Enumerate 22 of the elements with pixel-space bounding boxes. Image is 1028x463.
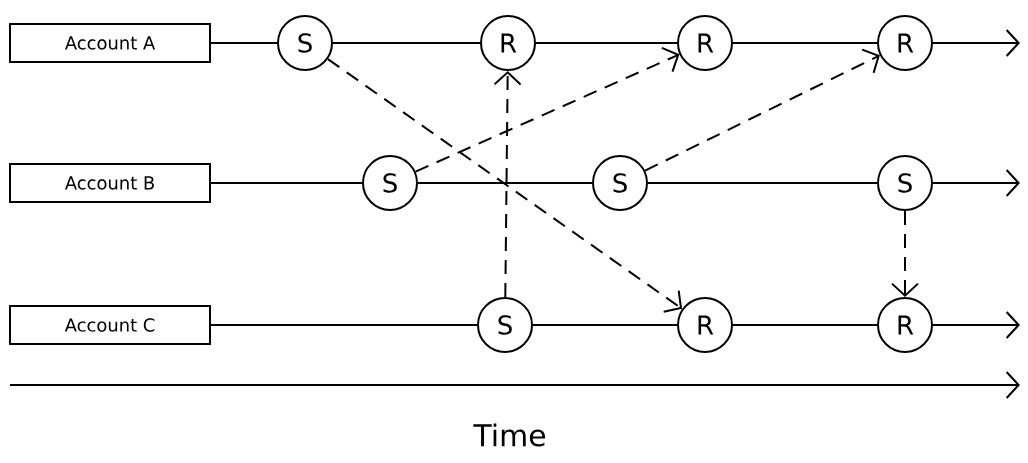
timeline-line [532, 324, 678, 326]
timeline-line [647, 182, 878, 184]
timeline-line [210, 324, 478, 326]
timeline-line [732, 324, 878, 326]
message-arrow [644, 48, 880, 172]
message-arrow [326, 58, 683, 313]
message-arrow [891, 210, 919, 297]
message-arrow [493, 71, 522, 298]
timeline-arrow [932, 311, 1020, 339]
account-box: Account B [9, 163, 211, 203]
timeline-line [210, 42, 278, 44]
timeline-arrow [932, 29, 1020, 57]
timeline-line [535, 42, 678, 44]
timeline-line [332, 42, 481, 44]
account-box: Account A [9, 23, 211, 63]
timeline-line [210, 182, 363, 184]
timeline-line [417, 182, 593, 184]
timeline-arrow [932, 169, 1020, 197]
timeline-line [732, 42, 878, 44]
message-arrow [414, 46, 680, 173]
axis-label: Time [473, 423, 545, 447]
account-box: Account C [9, 305, 211, 345]
